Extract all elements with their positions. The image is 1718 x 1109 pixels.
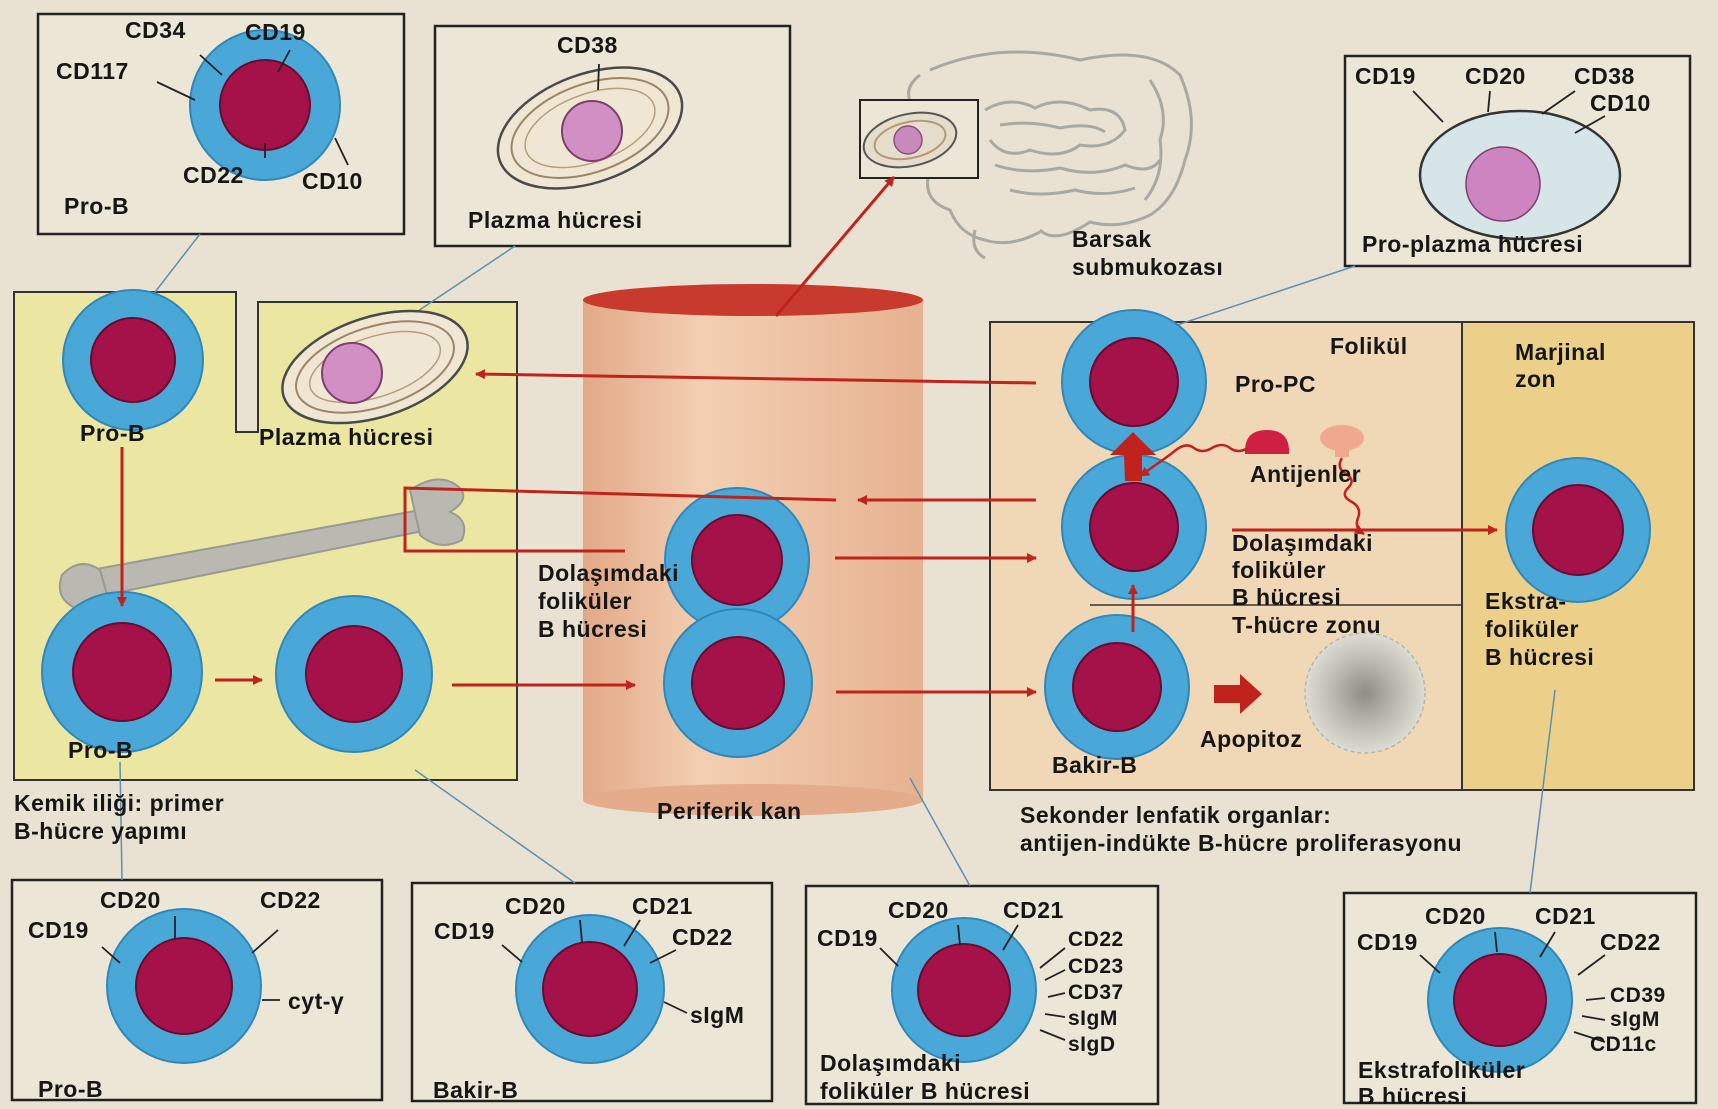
cell-name: Plazma hücresi: [468, 207, 642, 234]
marker-label: CD20: [100, 887, 161, 914]
marker-label: CD39: [1610, 984, 1666, 1008]
marker-label: CD19: [817, 925, 878, 952]
cell-nucleus: [1090, 338, 1178, 426]
cell-bottom-pro-b: [107, 909, 261, 1063]
marker-label: CD10: [302, 168, 363, 195]
marker-label: CD22: [672, 924, 733, 951]
cell-nucleus: [918, 944, 1010, 1036]
secondary-caption: Sekonder lenfatik organlar:: [1020, 802, 1331, 829]
cell-nucleus: [692, 515, 782, 605]
marker-label: CD22: [260, 887, 321, 914]
intestine-label: Barsak: [1072, 226, 1152, 253]
cell-name: Bakir-B: [1052, 752, 1137, 779]
marker-label: CD20: [888, 897, 949, 924]
apoptotic-cell-icon: [1305, 633, 1425, 753]
pro-plasma-cell: [1420, 111, 1620, 239]
marker-label: CD38: [1574, 63, 1635, 90]
cell-name: foliküler B hücresi: [820, 1078, 1030, 1105]
marker-label: CD19: [28, 917, 89, 944]
cell-nucleus: [220, 60, 310, 150]
cell-name: foliküler: [538, 588, 632, 615]
marker-label: CD23: [1068, 955, 1124, 979]
marrow-caption: Kemik iliği: primer: [14, 790, 224, 817]
marker-label: CD22: [1068, 928, 1124, 952]
cell-naive-b: [1045, 615, 1189, 759]
cell-nucleus: [692, 637, 784, 729]
marker-label: CD21: [1535, 903, 1596, 930]
cell-pro-pc: [1062, 310, 1206, 454]
cell-name: Pro-B: [80, 420, 145, 447]
cell-marrow-pro-b-next: [276, 596, 432, 752]
marrow-caption: B-hücre yapımı: [14, 818, 187, 845]
marker-label: sIgM: [1068, 1007, 1118, 1031]
cell-name: foliküler: [1232, 557, 1326, 584]
cell-name: Pro-B: [68, 737, 133, 764]
cell-name: B hücresi: [1485, 644, 1594, 671]
marker-label: CD38: [557, 32, 618, 59]
cell-name: Pro-PC: [1235, 371, 1316, 398]
cell-name: Pro-plazma hücresi: [1362, 231, 1583, 258]
cell-name: foliküler: [1485, 616, 1579, 643]
marker-label: CD21: [1003, 897, 1064, 924]
cell-nucleus: [1533, 485, 1623, 575]
cell-bottom-naive-b: [516, 915, 664, 1063]
antigen-label: Antijenler: [1250, 461, 1361, 488]
cell-nucleus: [1090, 483, 1178, 571]
marker-label: CD22: [183, 162, 244, 189]
cell-marrow-pro-b-bottom: [42, 592, 202, 752]
cell-blood-naive: [664, 609, 812, 757]
marker-label: CD22: [1600, 929, 1661, 956]
marker-label: CD19: [434, 918, 495, 945]
blood-caption: Periferik kan: [657, 798, 802, 825]
cell-name: Ekstrafoliküler: [1358, 1057, 1525, 1084]
marker-label: sIgM: [690, 1002, 744, 1029]
cell-bottom-follicular-b: [892, 918, 1036, 1062]
marker-label: CD10: [1590, 90, 1651, 117]
intestine-label: submukozası: [1072, 254, 1223, 281]
marker-label: CD20: [1465, 63, 1526, 90]
cell-nucleus: [306, 626, 402, 722]
cell-name: B hücresi: [538, 616, 647, 643]
cell-name: B hücresi: [1358, 1083, 1467, 1109]
marker-label: cyt-γ: [288, 988, 344, 1015]
secondary-caption: antijen-indükte B-hücre proliferasyonu: [1020, 830, 1462, 857]
marker-label: CD21: [632, 893, 693, 920]
marker-label: sIgD: [1068, 1033, 1116, 1057]
cell-nucleus: [543, 942, 637, 1036]
cell-name: Bakir-B: [433, 1077, 518, 1104]
cell-name: Dolaşımdaki: [1232, 530, 1373, 557]
marker-label: CD37: [1068, 981, 1124, 1005]
cell-nucleus: [73, 623, 171, 721]
cell-name: Dolaşımdaki: [538, 560, 679, 587]
zone-label: zon: [1515, 366, 1556, 393]
cell-marrow-pro-b-top: [63, 290, 203, 430]
marker-label: CD20: [505, 893, 566, 920]
marker-label: CD19: [1357, 929, 1418, 956]
marker-label: CD11c: [1590, 1033, 1657, 1057]
apoptosis-label: Apopitoz: [1200, 726, 1302, 753]
cell-nucleus: [136, 938, 232, 1034]
marker-label: CD34: [125, 17, 186, 44]
marker-label: CD117: [56, 58, 129, 85]
cell-name: Ekstra-: [1485, 588, 1566, 615]
cell-name: Dolaşımdaki: [820, 1050, 961, 1077]
cell-nucleus: [91, 318, 175, 402]
cell-name: Pro-B: [38, 1076, 103, 1103]
marker-label: sIgM: [1610, 1008, 1660, 1032]
cell-nucleus: [1073, 643, 1161, 731]
marker-label: CD20: [1425, 903, 1486, 930]
cell-name: Plazma hücresi: [259, 424, 433, 451]
marker-label: CD19: [1355, 63, 1416, 90]
cell-nucleus: [1454, 954, 1546, 1046]
cell-name: Pro-B: [64, 193, 129, 220]
zone-label: Folikül: [1330, 333, 1408, 360]
cell-extrafollicular: [1506, 458, 1650, 602]
marker-label: CD19: [245, 19, 306, 46]
zone-label: T-hücre zonu: [1232, 612, 1381, 639]
zone-label: Marjinal: [1515, 339, 1606, 366]
cell-bottom-extra-b: [1428, 928, 1572, 1072]
cell-name: B hücresi: [1232, 584, 1341, 611]
